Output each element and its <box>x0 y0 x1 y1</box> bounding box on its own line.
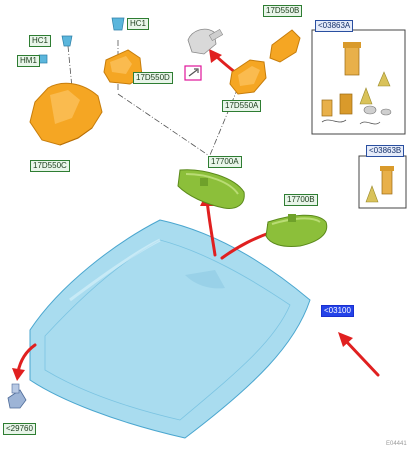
label-hc1-top[interactable]: HC1 <box>127 18 150 30</box>
part-17D550C-cover <box>29 82 103 146</box>
part-17D550D-cover <box>103 49 143 85</box>
part-17D550A-cover <box>229 59 267 95</box>
label-kit-03863B[interactable]: <03863B <box>366 145 405 157</box>
label-bracket-29760[interactable]: <29760 <box>3 423 36 435</box>
clip-icon-hc1-top <box>111 17 125 31</box>
mirror-17700B <box>265 214 328 247</box>
connector-marker-icon <box>184 65 202 81</box>
sensor-icon <box>187 28 224 55</box>
label-17D550A[interactable]: 17D550A <box>222 100 262 112</box>
leader-lines <box>67 35 288 156</box>
label-hc1-left[interactable]: HC1 <box>29 35 52 47</box>
label-kit-03863A[interactable]: <03863A <box>315 20 354 32</box>
label-17700A[interactable]: 17700A <box>208 156 242 168</box>
label-windshield-03100[interactable]: <03100 <box>321 305 354 317</box>
kit-03863A-box <box>311 29 406 135</box>
clip-icon-hm1 <box>38 54 48 64</box>
kit-03863B-box <box>358 155 407 209</box>
windshield <box>29 219 311 439</box>
clip-icon-hc1-left <box>61 35 73 47</box>
label-17D550B[interactable]: 17D550B <box>263 5 303 17</box>
part-17D550B-cover <box>269 29 301 63</box>
label-hm1[interactable]: HM1 <box>17 55 40 67</box>
label-17700B[interactable]: 17700B <box>284 194 318 206</box>
corner-code: E04441 <box>386 441 407 447</box>
label-17D550C[interactable]: 17D550C <box>30 160 70 172</box>
bracket-29760 <box>7 383 27 409</box>
mirror-17700A <box>177 169 245 209</box>
label-17D550D[interactable]: 17D550D <box>133 72 173 84</box>
